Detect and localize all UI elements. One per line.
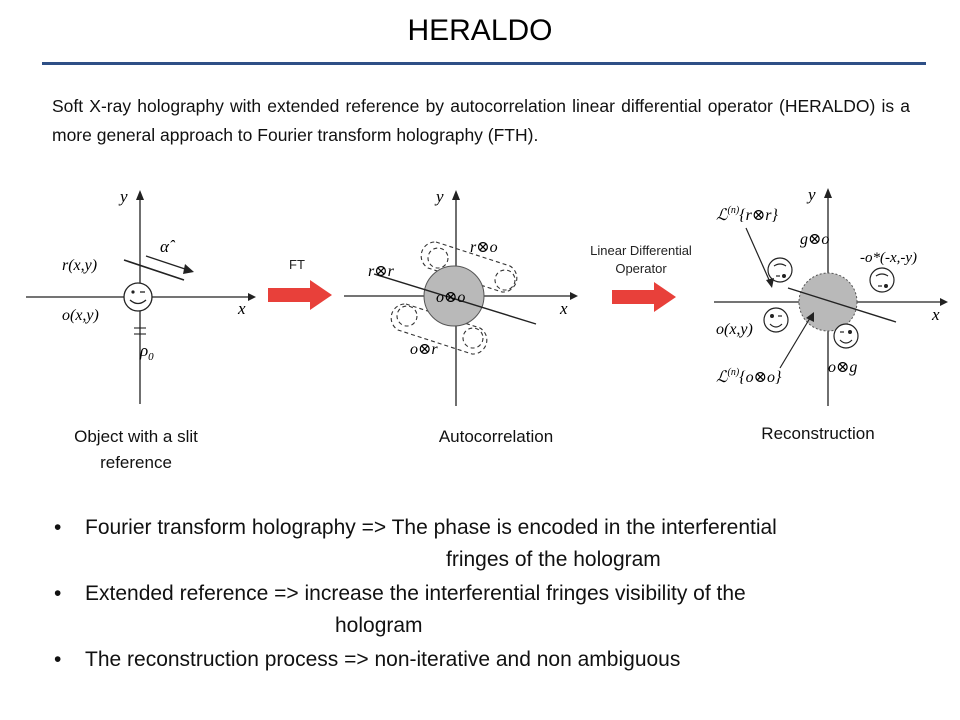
label-oor: o⊗r	[410, 341, 438, 358]
caption-object: Object with a slit reference	[36, 424, 236, 476]
label-x: x	[931, 305, 940, 324]
label-L-bottom: ℒ(n){o⊗o}	[716, 367, 782, 386]
label-go: g⊗o	[800, 231, 829, 248]
bullet-marker: •	[54, 582, 62, 605]
smiley-top-icon	[767, 257, 793, 283]
smiley-bottom-icon	[833, 323, 859, 349]
pointer-top-head	[766, 278, 774, 288]
autocorrelation-disc	[423, 265, 485, 327]
slide-title: HERALDO	[407, 14, 553, 47]
bullet-item-1: • Fourier transform holography => The ph…	[50, 512, 930, 576]
y-axis-arrowhead	[136, 190, 144, 200]
bullet-marker: •	[54, 648, 62, 671]
bullet-2-line1: Extended reference => increase the inter…	[85, 582, 746, 605]
label-y: y	[434, 187, 444, 206]
pointer-top	[745, 227, 771, 283]
reference-line	[787, 287, 897, 323]
caption-object-line2: reference	[100, 453, 172, 472]
bullet-3-line1: The reconstruction process => non-iterat…	[85, 648, 681, 671]
bullet-item-2: • Extended reference => increase the int…	[50, 578, 930, 642]
label-y: y	[806, 185, 816, 204]
label-L-top: ℒ(n){r⊗r}	[716, 205, 778, 224]
bullet-2-line2: hologram	[335, 614, 423, 637]
x-axis-arrowhead	[248, 293, 256, 301]
object-diagram: y x α̂ r(x,y) o(x,y) ρ0	[26, 187, 256, 404]
label-ror: r⊗r	[368, 263, 395, 280]
bullet-list: • Fourier transform holography => The ph…	[50, 512, 930, 676]
ldo-label-line2: Operator	[615, 261, 667, 276]
dashed-capsule-lower	[390, 303, 488, 355]
label-x: x	[559, 299, 568, 318]
label-y: y	[118, 187, 128, 206]
ldo-label: Linear Differential Operator	[566, 242, 716, 278]
dashed-capsule-upper	[420, 241, 518, 293]
label-ooo: o⊗o	[436, 289, 465, 306]
label-r: r(x,y)	[62, 257, 97, 274]
label-conj: -o*(-x,-y)	[860, 250, 917, 266]
smiley-left-icon	[763, 307, 789, 333]
title-rule	[42, 62, 926, 65]
alpha-arrowhead	[183, 264, 194, 274]
pointer-bottom	[779, 317, 811, 369]
bullet-1-line2: fringes of the hologram	[446, 548, 661, 571]
intro-paragraph: Soft X-ray holography with extended refe…	[52, 96, 910, 145]
x-axis-arrowhead	[570, 292, 578, 300]
ldo-label-line1: Linear Differential	[590, 243, 692, 258]
smiley-icon	[123, 282, 153, 312]
ft-arrow-icon	[268, 280, 332, 310]
label-o: o(x,y)	[62, 307, 99, 324]
pointer-bottom-head	[806, 312, 814, 322]
y-axis-arrowhead	[452, 190, 460, 200]
smiley-right-icon	[869, 267, 895, 293]
cross-term-line	[373, 273, 537, 325]
ft-label: FT	[289, 257, 305, 272]
label-roo: r⊗o	[470, 239, 498, 256]
caption-object-line1: Object with a slit	[74, 427, 198, 446]
alpha-arrow-line	[145, 255, 189, 271]
label-o: o(x,y)	[716, 321, 753, 338]
y-axis-arrowhead	[824, 188, 832, 198]
autocorrelation-diagram: y x r⊗r r⊗o o⊗o o⊗r	[344, 187, 578, 406]
label-alpha: α̂	[160, 237, 176, 256]
bullet-1-line1: Fourier transform holography => The phas…	[85, 516, 777, 539]
slit-reference	[123, 259, 185, 281]
label-x: x	[237, 299, 246, 318]
bullet-marker: •	[54, 516, 62, 539]
label-rho: ρ0	[139, 341, 154, 363]
bullet-item-3: • The reconstruction process => non-iter…	[50, 644, 930, 676]
caption-autocorrelation: Autocorrelation	[438, 427, 554, 446]
ldo-arrow-icon	[612, 282, 676, 312]
reconstruction-diagram: y x ℒ(n){r⊗r} g⊗o -o*(-x,-y) o(x,y) ℒ(n)…	[714, 185, 948, 406]
x-axis-arrowhead	[940, 298, 948, 306]
label-og: o⊗g	[828, 359, 857, 376]
caption-reconstruction: Reconstruction	[761, 424, 875, 443]
